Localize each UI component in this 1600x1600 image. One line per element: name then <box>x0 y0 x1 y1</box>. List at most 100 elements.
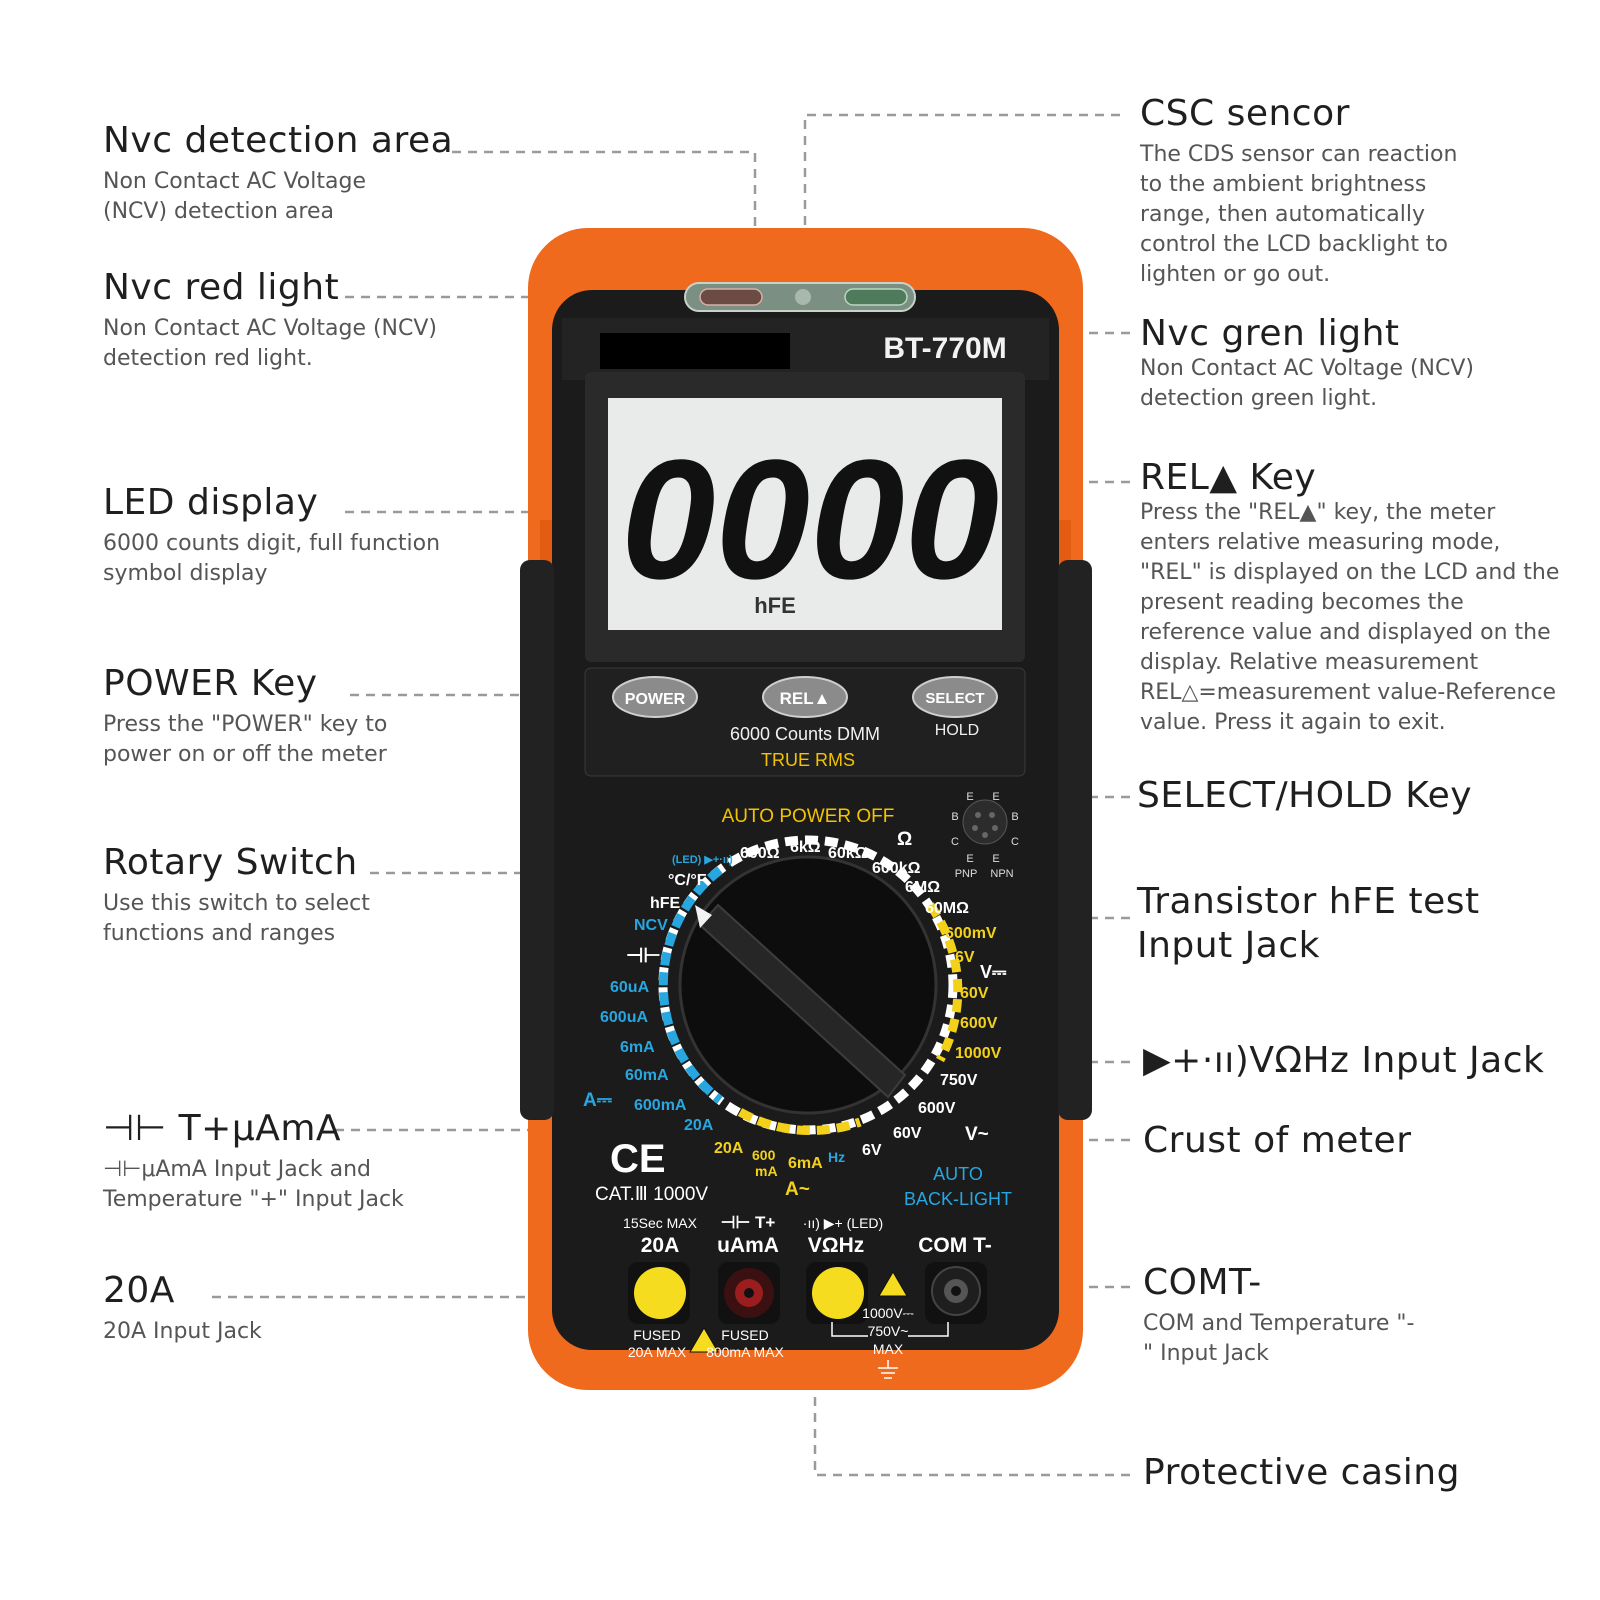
label-transistor-title: Transistor hFE test Input Jack <box>1137 881 1480 966</box>
jack-uama-label: uAmA <box>717 1234 779 1257</box>
jack-20a-label: 20A <box>641 1234 680 1257</box>
label-rotary: Rotary Switch Use this switch to select … <box>103 842 423 949</box>
jack-20a-top: 15Sec MAX <box>623 1215 698 1231</box>
label-nvc-green-title: Nvc gren light <box>1140 313 1400 354</box>
socket-npn: NPN <box>990 868 1013 880</box>
socket-b1: B <box>951 811 958 823</box>
transistor-socket[interactable] <box>962 799 1008 845</box>
label-comt: COMT- COM and Temperature "-" Input Jack <box>1143 1262 1523 1369</box>
dial-750vac: 750V <box>940 1072 978 1089</box>
dial-600-ac: 600 <box>752 1147 776 1163</box>
label-led-display-desc: 6000 counts digit, full function symbol … <box>103 531 441 587</box>
label-20a: 20A 20A Input Jack <box>103 1270 403 1347</box>
dial-hfe: hFE <box>650 895 681 912</box>
dial-vac: V~ <box>965 1124 989 1145</box>
select-button[interactable]: SELECT <box>912 676 998 718</box>
dial-60mohm: 60MΩ <box>925 900 969 917</box>
label-rel-key-desc: Press the "REL▲" key, the meter enters r… <box>1140 500 1560 736</box>
label-tuamA-title: ⊣⊢ T+μAmA <box>103 1108 342 1149</box>
socket-c2: C <box>1011 836 1019 848</box>
label-crust-title: Crust of meter <box>1143 1120 1412 1161</box>
true-rms-label: TRUE RMS <box>761 750 855 770</box>
label-comt-desc: COM and Temperature "-" Input Jack <box>1143 1311 1415 1367</box>
label-vohz: ▶+·ıı)VΩHz Input Jack <box>1143 1040 1563 1081</box>
label-comt-title: COMT- <box>1143 1262 1262 1303</box>
dial-6kohm: 6kΩ <box>790 839 821 856</box>
dial-vdc: V⎓ <box>980 962 1007 982</box>
ground-icon <box>878 1360 898 1379</box>
dial-600ua: 600uA <box>600 1009 648 1026</box>
dial-600mv: 600mV <box>945 925 997 942</box>
counts-label: 6000 Counts DMM <box>730 724 880 744</box>
label-nvc-area-title: Nvc detection area <box>103 120 454 161</box>
label-select-hold-title: SELECT/HOLD Key <box>1137 775 1473 816</box>
warning-icon-2 <box>878 1271 908 1297</box>
label-nvc-red-title: Nvc red light <box>103 267 340 308</box>
label-nvc-area: Nvc detection area Non Contact AC Voltag… <box>103 120 463 227</box>
dial-60kohm: 60kΩ <box>828 845 868 862</box>
label-csc-desc: The CDS sensor can reaction to the ambie… <box>1140 142 1458 288</box>
socket-e2: E <box>992 791 999 803</box>
label-csc: CSC sencor The CDS sensor can reaction t… <box>1140 93 1500 290</box>
dial-60v: 60V <box>960 985 989 1002</box>
dial-6ma-dc: 6mA <box>620 1039 655 1056</box>
lcd-digits: 0000 <box>621 425 999 615</box>
dial-ring <box>658 835 963 1136</box>
dial-6mohm: 6MΩ <box>905 879 940 896</box>
csc-sensor <box>795 289 811 305</box>
label-20a-desc: 20A Input Jack <box>103 1319 262 1345</box>
ce-mark: CE <box>610 1137 666 1181</box>
dial-ncv: NCV <box>634 917 668 934</box>
socket-c1: C <box>951 836 959 848</box>
dial-60ma: 60mA <box>625 1067 669 1084</box>
svg-text:REL▲: REL▲ <box>780 689 831 708</box>
rel-button[interactable]: REL▲ <box>762 676 848 718</box>
socket-e4: E <box>992 853 999 865</box>
jack-uama-top: ⊣⊢ T+ <box>721 1213 776 1232</box>
label-led-display-title: LED display <box>103 482 319 523</box>
max-bracket <box>831 1322 949 1337</box>
label-transistor: Transistor hFE test Input Jack <box>1137 880 1497 968</box>
lcd-unit: hFE <box>754 593 796 618</box>
socket-e3: E <box>966 853 973 865</box>
leader-nvc-area <box>452 150 757 240</box>
hold-label: HOLD <box>935 722 979 739</box>
dial-cap: ⊣⊢ <box>626 945 661 967</box>
auto-backlight-1: AUTO <box>933 1164 983 1184</box>
jack-com[interactable] <box>925 1262 987 1324</box>
label-rel-key-title: REL▲ Key <box>1140 457 1317 498</box>
label-rotary-title: Rotary Switch <box>103 842 358 883</box>
nvc-red-light <box>699 288 763 306</box>
jack-20a[interactable] <box>628 1262 690 1324</box>
label-20a-title: 20A <box>103 1270 175 1311</box>
jack-uama[interactable] <box>718 1262 780 1324</box>
power-button[interactable]: POWER <box>612 676 698 718</box>
dial-1000v: 1000V <box>955 1045 1002 1062</box>
label-casing-title: Protective casing <box>1143 1452 1460 1493</box>
jack-uama-fused: FUSED <box>721 1327 768 1343</box>
label-casing: Protective casing <box>1143 1452 1543 1493</box>
dial-ohm: Ω <box>897 829 912 850</box>
rotary-switch[interactable] <box>678 855 938 1115</box>
label-rotary-desc: Use this switch to select functions and … <box>103 891 370 947</box>
cat-rating: CAT.Ⅲ 1000V <box>595 1184 708 1205</box>
auto-power-off-label: AUTO POWER OFF <box>722 806 895 827</box>
label-select-hold: SELECT/HOLD Key <box>1137 775 1537 816</box>
label-nvc-green-desc: Non Contact AC Voltage (NCV) detection g… <box>1140 356 1475 412</box>
dial-6vac: 6V <box>862 1142 882 1159</box>
dial-20a-dc: 20A <box>684 1117 714 1134</box>
socket-pnp: PNP <box>955 868 978 880</box>
dial-6v: 6V <box>955 949 975 966</box>
dial-led: (LED) ▶+·ıı) <box>672 854 733 866</box>
auto-backlight-2: BACK-LIGHT <box>904 1189 1012 1209</box>
jack-20a-fused: FUSED <box>633 1327 680 1343</box>
label-vohz-title: ▶+·ıı)VΩHz Input Jack <box>1143 1040 1545 1081</box>
jack-vohz[interactable] <box>806 1262 868 1324</box>
jack-20a-max: 20A MAX <box>628 1344 687 1360</box>
label-nvc-red-desc: Non Contact AC Voltage (NCV) detection r… <box>103 316 438 372</box>
svg-text:SELECT: SELECT <box>925 690 984 707</box>
lcd-reading: 0000 <box>621 425 999 615</box>
dial-adc: A⎓ <box>583 1090 612 1111</box>
svg-text:POWER: POWER <box>625 691 686 708</box>
